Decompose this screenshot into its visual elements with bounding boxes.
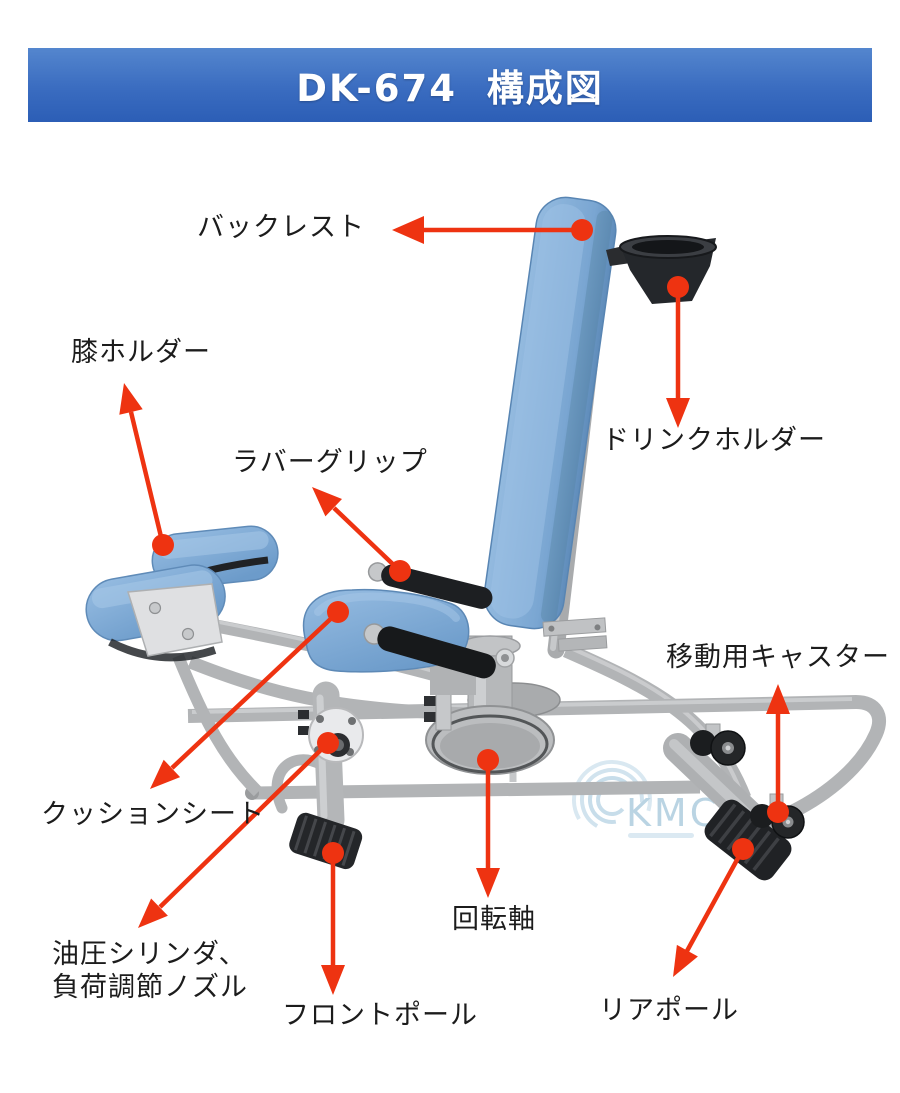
label-front-pole: フロントポール (282, 1000, 478, 1031)
page-title: DK-674 構成図 (296, 67, 604, 110)
arrow-rubber-grip (312, 487, 411, 582)
front-pole-cap (289, 812, 363, 870)
rubber-grip-lower (363, 623, 496, 679)
arrow-front-pole (321, 842, 345, 995)
arrow-rear-pole (673, 838, 754, 977)
arrow-knee-holder (119, 383, 174, 556)
label-caster: 移動用キャスター (666, 642, 890, 673)
label-rubber-grip: ラバーグリップ (232, 447, 428, 478)
kmc-watermark-text: KMC (626, 791, 719, 835)
arrow-hydraulic (138, 732, 339, 928)
label-hydraulic: 油圧シリンダ、 負荷調節ノズル (52, 938, 248, 1004)
knee-holder-part (85, 525, 279, 662)
label-rotation-axis: 回転軸 (452, 904, 536, 935)
machine (85, 196, 887, 881)
arrow-backrest (392, 216, 593, 244)
drink-holder (606, 235, 717, 304)
label-cushion-seat: クッションシート (41, 799, 265, 830)
label-rear-pole: リアポール (599, 995, 739, 1026)
label-drink-holder: ドリンクホルダー (602, 425, 826, 456)
annotation-arrows (119, 216, 790, 995)
watermark-subline (628, 833, 694, 838)
label-knee-holder: 膝ホルダー (71, 337, 211, 368)
mid-tube (187, 694, 887, 819)
caster-upper (690, 723, 746, 766)
backrest-pad (483, 196, 617, 630)
label-backrest: バックレスト (197, 212, 365, 243)
label-hydraulic-line1: 油圧シリンダ、 (52, 939, 247, 970)
arrow-drink-holder (666, 276, 690, 428)
kmc-watermark: KMC (572, 760, 719, 840)
front-pole-part (289, 681, 364, 870)
backrest-clamp (542, 617, 608, 652)
title-bar: DK-674 構成図 (28, 48, 872, 122)
arrow-rotation-axis (476, 749, 500, 898)
arrow-cushion-seat (150, 601, 349, 789)
arrow-caster (766, 684, 790, 823)
label-hydraulic-line2: 負荷調節ノズル (52, 972, 248, 1003)
